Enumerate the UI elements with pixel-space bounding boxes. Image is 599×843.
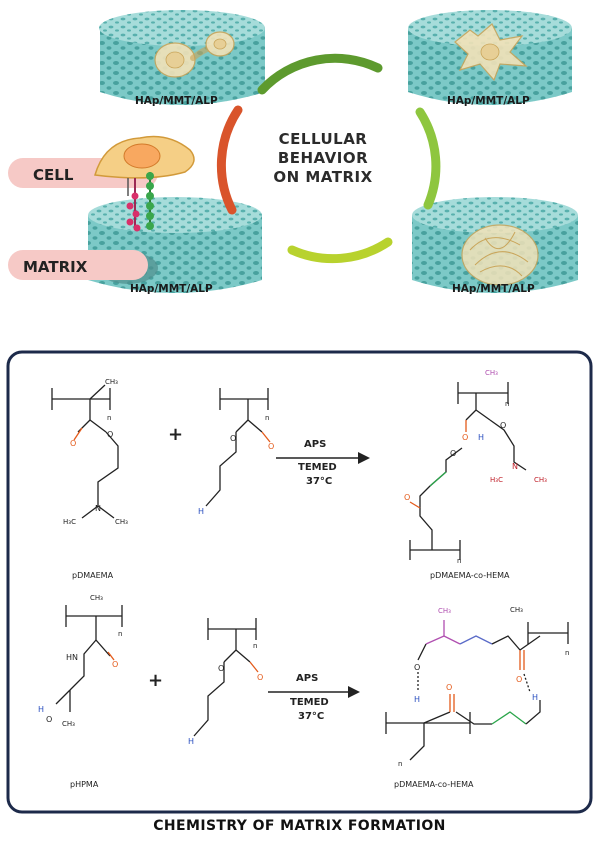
product-1-n: N [512,462,518,471]
cycle-arc-left [216,105,243,215]
pdmaema-o-ester: O [107,430,113,439]
product-2-h: H [414,695,420,704]
pdmaema-h3c: H₃C [63,518,76,526]
cycle-arc-right [415,107,441,210]
pdmaema-ch3-2: CH₃ [115,518,128,526]
pdmaema-n-sub: n [107,414,111,422]
cylinder-2-label: HAp/MMT/ALP [447,95,530,107]
scaffold-cylinder-1 [99,10,265,105]
product-2-ch3-2: CH₃ [510,606,523,614]
center-title-line-3: ON MATRIX [273,168,373,186]
adhering-cell [94,135,195,179]
reactant-2-name: pHPMA [70,780,99,789]
plus-sign-1: + [168,424,183,445]
product-2-name: pDMAEMA-co-HEMA [394,780,474,789]
product-1-o-2: O [450,449,456,458]
product-1-name: pDMAEMA-co-HEMA [430,571,510,580]
hema-2-o-carbonyl: O [257,673,263,682]
center-title-line-2: BEHAVIOR [277,149,369,167]
product-1-o: O [462,433,468,442]
product-1-structure [409,382,527,560]
phpma-ch3: CH₃ [90,594,103,602]
cellular-behavior-illustration: CELL MATRIX HAp/MMT/ALP HAp/MMT/ALP HAp/… [8,10,578,295]
phpma-hn: HN [66,653,78,662]
pdmaema-n: N [95,504,101,513]
product-1-ch3: CH₃ [485,369,498,377]
phpma-o-2: O [46,715,52,724]
product-1-o-ester: O [500,421,506,430]
matrix-tag-background [8,250,148,280]
phpma-h: H [38,705,44,714]
product-1-o-carbonyl: O [404,493,410,502]
plus-sign-2: + [148,670,163,691]
hema-1-o-carbonyl: O [268,442,274,451]
condition-2-temp: 37°C [298,711,324,722]
pdmaema-structure [51,384,119,519]
scaffold-cylinder-2 [408,10,572,105]
scaffold-cylinder-4 [412,197,578,293]
product-2-n-sub-2: n [398,760,402,768]
hema-1-h: H [198,507,204,516]
center-title: CELLULAR BEHAVIOR ON MATRIX [268,130,378,187]
product-2-o-carbonyl: O [516,675,522,684]
product-1-n-sub-2: n [457,557,461,565]
condition-1-aps: APS [304,439,326,450]
product-1-h3c: H₃C [490,476,503,484]
reactant-1-name: pDMAEMA [72,571,114,580]
pdmaema-ch3: CH₃ [105,378,118,386]
product-2-h-2: H [532,693,538,702]
product-1-ch3-2: CH₃ [534,476,547,484]
cycle-arc-top [257,53,383,95]
phpma-structure [55,605,123,712]
chemistry-frame [6,350,593,814]
phpma-n-sub: n [118,630,122,638]
product-1-n-sub: n [505,400,509,408]
cell-tag-label: CELL [33,166,74,184]
hema-2-h: H [188,737,194,746]
chemistry-caption: CHEMISTRY OF MATRIX FORMATION [153,818,446,834]
product-2-o: O [414,663,420,672]
product-2-structure [385,620,569,761]
cylinder-4-label: HAp/MMT/ALP [452,283,535,295]
condition-2-temed: TEMED [290,697,329,708]
hema-1-o-ester: O [230,434,236,443]
product-2-n-sub: n [565,649,569,657]
product-2-ch3: CH₃ [438,607,451,615]
product-2-o-carbonyl-2: O [446,683,452,692]
hema-2-n-sub: n [253,642,257,650]
product-1-h: H [478,433,484,442]
phpma-o: O [112,660,118,669]
hema-structure-2 [193,618,259,737]
hema-1-n-sub: n [265,414,269,422]
center-title-line-1: CELLULAR [278,130,368,148]
cylinder-1-label: HAp/MMT/ALP [135,95,218,107]
condition-1-temp: 37°C [306,476,332,487]
phpma-ch3-2: CH₃ [62,720,75,728]
cycle-arc-bottom [287,237,393,264]
integrin-chains [126,172,154,232]
condition-2-aps: APS [296,673,318,684]
condition-1-temed: TEMED [298,462,337,473]
pdmaema-o-carbonyl: O [70,439,76,448]
hema-2-o-ester: O [218,664,224,673]
matrix-tag-label: MATRIX [23,258,88,276]
reaction-arrow-2 [268,686,360,698]
hema-structure-1 [205,388,271,507]
cylinder-3-label: HAp/MMT/ALP [130,283,213,295]
reaction-arrow-1 [276,452,370,464]
